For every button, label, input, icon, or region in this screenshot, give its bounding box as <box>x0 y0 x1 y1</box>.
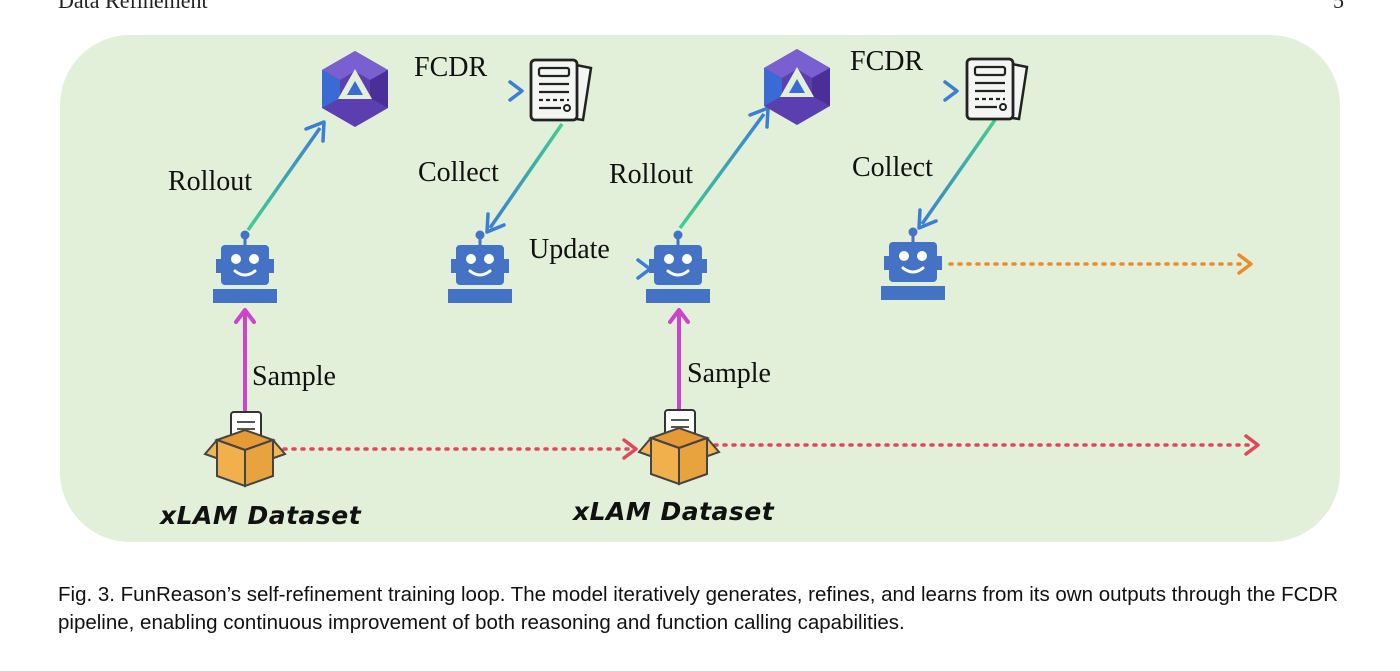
label-rollout-1: Rollout <box>168 166 252 197</box>
label-collect-1: Collect <box>418 157 499 188</box>
label-dataset-1: xLAM Dataset <box>158 501 362 530</box>
label-sample-1: Sample <box>252 361 336 392</box>
collect-arrow-2 <box>917 118 997 230</box>
sample-arrow-2 <box>668 308 690 410</box>
background-panel <box>60 35 1340 542</box>
label-dataset-2: xLAM Dataset <box>571 497 775 526</box>
dataset-dotted-arrow-2 <box>713 434 1260 456</box>
sample-arrow-1 <box>234 308 256 412</box>
fcdr-arrow-2 <box>830 80 959 102</box>
label-fcdr-2: FCDR <box>850 46 923 77</box>
document-icon-1 <box>529 58 593 122</box>
label-fcdr-1: FCDR <box>414 52 487 83</box>
page-number: 5 <box>1333 0 1344 13</box>
label-rollout-2: Rollout <box>609 159 693 190</box>
collect-arrow-1 <box>485 123 564 234</box>
fcdr-arrow-1 <box>394 80 524 102</box>
running-header-title: Data Refinement <box>58 0 208 13</box>
dataset-dotted-arrow-1 <box>282 438 638 460</box>
label-sample-2: Sample <box>687 358 771 389</box>
figure-caption: Fig. 3. FunReason’s self-refinement trai… <box>58 583 1338 634</box>
label-collect-2: Collect <box>852 152 933 183</box>
document-icon-2 <box>965 57 1029 121</box>
robot-dotted-arrow <box>948 253 1253 275</box>
rollout-arrow-1 <box>246 120 326 232</box>
self-refinement-diagram: FCDR FCDR Rollout Rollout Collect Collec… <box>60 35 1340 542</box>
label-update: Update <box>529 234 610 265</box>
